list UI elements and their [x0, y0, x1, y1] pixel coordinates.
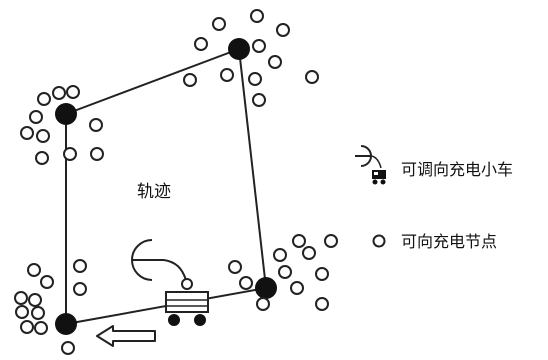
charging-node — [35, 151, 49, 165]
charging-node — [52, 86, 66, 100]
charging-node — [305, 70, 319, 84]
charging-node — [256, 297, 270, 311]
charging-nodes — [14, 9, 338, 355]
charging-node — [268, 55, 282, 69]
charging-node — [252, 39, 266, 53]
charging-node — [27, 263, 41, 277]
legend-node-icon — [372, 234, 386, 248]
charging-node — [29, 110, 43, 124]
charging-node — [15, 305, 29, 319]
hub-node — [255, 277, 277, 299]
hub-node — [228, 38, 250, 60]
charging-node — [273, 248, 287, 262]
charging-node — [20, 320, 34, 334]
charging-node — [302, 246, 316, 260]
charging-node — [61, 341, 75, 355]
charging-node — [28, 293, 42, 307]
charging-node — [14, 291, 28, 305]
legend-node-label: 可向充电节点 — [401, 232, 497, 251]
charging-node — [37, 92, 51, 106]
charging-node — [278, 265, 292, 279]
charging-node — [194, 37, 208, 51]
charging-node — [292, 234, 306, 248]
charging-node — [36, 129, 50, 143]
track-label: 轨迹 — [137, 182, 171, 202]
legend-car-icon — [355, 145, 386, 185]
hub-node — [55, 313, 77, 335]
charging-node — [252, 93, 266, 107]
charging-node — [73, 282, 87, 296]
charging-node — [290, 281, 304, 295]
charging-node — [31, 306, 45, 320]
charging-node — [40, 275, 54, 289]
charging-node — [63, 147, 77, 161]
charging-node — [239, 276, 253, 290]
charging-node — [183, 73, 197, 87]
charging-node — [220, 68, 234, 82]
charging-node — [228, 260, 242, 274]
legend-car-label: 可调向充电小车 — [401, 160, 513, 179]
charging-node — [34, 321, 48, 335]
charging-node — [315, 267, 329, 281]
charging-node — [89, 118, 103, 132]
charging-node — [66, 85, 80, 99]
charging-node — [276, 23, 290, 37]
charging-node — [248, 72, 262, 86]
charging-node — [20, 126, 34, 140]
charging-node — [73, 259, 87, 273]
charging-node — [315, 297, 329, 311]
charging-car-icon — [131, 239, 209, 326]
charging-node — [90, 147, 104, 161]
charging-node — [324, 234, 338, 248]
charging-node — [250, 9, 264, 23]
hub-node — [55, 103, 77, 125]
direction-arrow-icon — [96, 325, 156, 347]
charging-node — [212, 17, 226, 31]
